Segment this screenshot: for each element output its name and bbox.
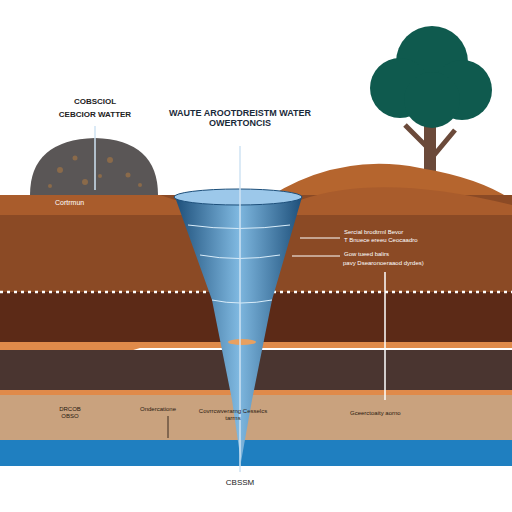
leader-line [168,416,169,438]
orange-line [0,390,512,395]
aquifer [0,440,512,466]
tree-branches [405,125,455,160]
diagram-title: WAUTE AROOTDREISTM WATER OWERTONCIS [160,108,320,129]
leader-line [292,256,340,257]
sand-layer [0,395,512,440]
funnel-glow [228,339,256,345]
tree-crown [370,26,492,128]
part-label: DRCOB OBSO [50,406,90,420]
water-funnel [175,197,302,462]
part-label: COBSCIOL [30,97,160,106]
part-label: pavy Dsearonoeraaod dyrdes) [343,260,508,267]
part-label: Sercial brodtrml Bevor [344,229,494,236]
part-label: CBSSM [210,478,270,487]
right-leader [384,272,386,400]
part-label: T Bnuece ereeu Ceocaadro [344,237,494,244]
funnel-rings [188,225,290,303]
leader-line [300,238,340,239]
center-axis [239,146,241,472]
part-label: Gow tueed balirs [344,251,494,258]
part-label: Covrrcwverarng Cesselcs tarrns [192,408,274,422]
part-label: Cortrmun [55,199,145,207]
left-mound [30,138,158,195]
part-label: CEBCIOR WATTER [30,110,160,119]
funnel-top [174,189,302,205]
part-label: Gceerctoaity aorno [350,410,440,417]
mound-leader [94,126,96,190]
